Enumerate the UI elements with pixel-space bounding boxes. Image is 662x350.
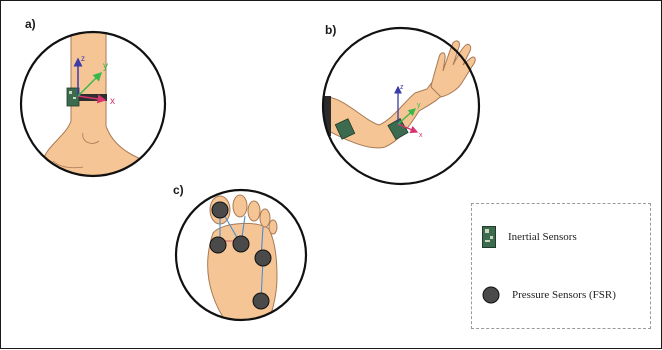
panel-label-b: b) xyxy=(325,23,336,37)
arm-axis-z-label: z xyxy=(400,84,404,91)
arm-axis-x-label: x xyxy=(419,132,423,139)
toe-3 xyxy=(248,201,260,221)
fsr-sensor-met5 xyxy=(255,250,271,266)
legend-item-inertial: Inertial Sensors xyxy=(482,226,577,248)
legend-label-inertial: Inertial Sensors xyxy=(508,231,577,243)
legend-label-pressure: Pressure Sensors (FSR) xyxy=(512,289,616,301)
ankle-axis-y-label: y xyxy=(103,61,108,72)
ankle-axis-x-label: x xyxy=(110,96,115,107)
fsr-sensor-met1 xyxy=(210,237,226,253)
fsr-sensor-met2 xyxy=(233,236,249,252)
pressure-sensor-icon xyxy=(482,286,500,304)
legend-box: Inertial Sensors Pressure Sensors (FSR) xyxy=(471,203,651,329)
inertial-sensor-icon xyxy=(482,226,496,248)
arm-axis-y-label: y xyxy=(417,102,421,109)
fsr-sensor-heel xyxy=(253,293,269,309)
panel-label-c: c) xyxy=(173,183,184,197)
toe-4 xyxy=(260,209,270,227)
toe-5 xyxy=(269,220,277,234)
toe-2 xyxy=(233,195,247,217)
fsr-sensor-toe xyxy=(212,202,228,218)
legend-item-pressure: Pressure Sensors (FSR) xyxy=(482,286,616,304)
ankle-axis-z-label: z xyxy=(81,54,85,63)
